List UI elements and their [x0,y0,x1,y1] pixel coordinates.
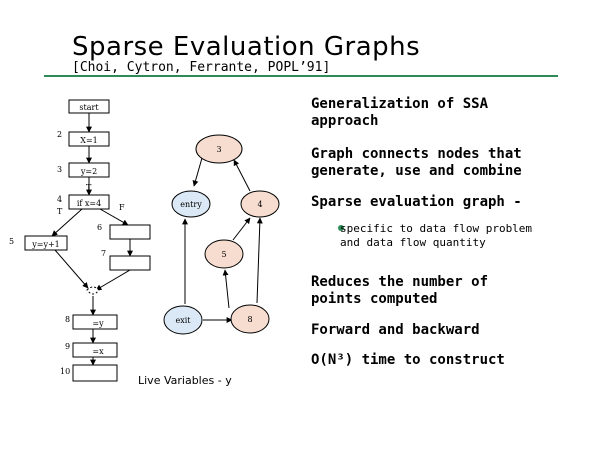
cfg-node-9 [72,342,118,358]
cfg-node-8 [72,314,118,330]
cfg-node-3-label: y=2 [80,167,97,176]
seg-node-3-label: 3 [216,145,221,154]
cfg-node-9-label: =x [92,347,104,356]
cfg-branch-t1: T [86,183,92,192]
sub-bullet: specific to data flow problem and data f… [340,222,533,249]
title-divider [44,75,558,77]
seg-node-4 [240,190,280,218]
cfg-num-3: 3 [57,165,62,174]
cfg-node-2 [68,131,110,147]
cfg-nodes: start X=1 y=2 if x=4 y=y+1 =y =x [24,99,151,382]
cfg-numbers: 2 3 4 5 6 7 8 9 10 T T F [9,130,125,376]
cfg-num-2: 2 [57,130,62,139]
page-title: Sparse Evaluation Graphs [72,32,421,62]
seg-edges [182,157,263,323]
sub-bullet-dot [338,225,344,231]
seg-node-4-label: 4 [257,200,262,209]
cfg-num-5: 5 [9,237,14,246]
cfg-num-6: 6 [97,223,102,232]
bullet-3: Sparse evaluation graph - [311,194,522,210]
cfg-node-6 [109,224,151,240]
seg-nodes: 3 entry 4 5 exit 8 [163,134,280,335]
cfg-branch-f: F [119,203,125,212]
seg-node-entry [171,190,211,218]
cfg-node-5 [24,235,68,251]
bullet-1: Generalization of SSA approach [311,96,489,129]
cfg-node-8-label: =y [92,319,104,328]
cfg-branch-t2: T [57,207,63,216]
cfg-node-7 [109,255,151,271]
cfg-node-4-label: if x=4 [77,199,101,208]
bullet-5: Forward and backward [311,322,480,338]
cfg-merge-node [86,286,100,295]
seg-node-8-label: 8 [247,315,252,324]
cfg-node-5-label: y=y+1 [31,240,60,249]
seg-node-5-label: 5 [221,250,226,259]
cfg-node-start [68,99,110,114]
cfg-node-4 [68,194,110,210]
cfg-node-10 [72,364,118,382]
cfg-num-8: 8 [65,315,70,324]
seg-node-exit-label: exit [175,316,191,325]
bullet-4: Reduces the number of points computed [311,274,489,307]
cfg-edges [51,113,133,366]
seg-node-3 [195,134,243,164]
cfg-num-7: 7 [101,249,106,258]
cfg-node-3 [68,162,110,178]
citation: [Choi, Cytron, Ferrante, POPL’91] [72,60,331,75]
cfg-node-start-label: start [79,103,99,112]
cfg-num-10: 10 [60,367,70,376]
cfg-num-4: 4 [57,195,62,204]
diagram-caption: Live Variables - y [138,374,232,387]
cfg-num-9: 9 [65,342,70,351]
seg-node-entry-label: entry [180,200,202,209]
bullet-2: Graph connects nodes that generate, use … [311,146,522,179]
seg-node-5 [204,239,244,269]
seg-node-8 [230,304,270,334]
seg-node-exit [163,305,203,335]
cfg-node-2-label: X=1 [80,136,98,145]
bullet-6: O(N³) time to construct [311,352,505,368]
